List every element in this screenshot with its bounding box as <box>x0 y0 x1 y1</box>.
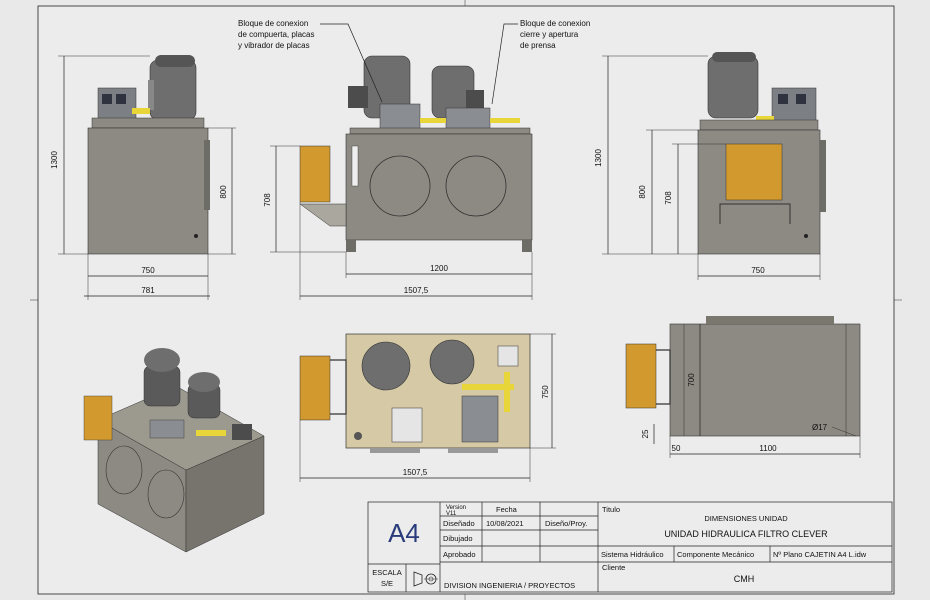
isometric-view <box>83 348 265 553</box>
annotation-left-block: Bloque de conexion de compuerta, placas … <box>238 19 383 103</box>
aprobado-label: Aprobado <box>443 550 476 559</box>
side-view-left <box>87 55 210 255</box>
bottom-dimensions: 700 25 50 1100 Ø17 <box>641 324 861 458</box>
front-dimensions: 708 1200 1507,5 <box>263 145 533 300</box>
title-block: A4 Version V11 Fecha Diseñado 10/08/2021… <box>367 501 893 593</box>
titulo-line2: UNIDAD HIDRAULICA FILTRO CLEVER <box>664 529 828 539</box>
annotation-right-line3: de prensa <box>520 41 556 50</box>
sistema-label: Sistema Hidráulico <box>601 550 664 559</box>
componente-label: Componente Mecánico <box>677 550 754 559</box>
annotation-left-line3: y vibrador de placas <box>238 41 310 50</box>
dim-side-left-tank: 800 <box>219 185 228 199</box>
titulo-label: Titulo <box>602 505 620 514</box>
dim-side-right-w: 750 <box>751 266 765 275</box>
top-view <box>299 333 531 453</box>
dim-side-right-708: 708 <box>664 191 673 205</box>
dim-bottom-50: 50 <box>672 444 681 453</box>
side-left-dimensions: 1300 800 750 781 <box>50 55 236 300</box>
projection-symbol-icon <box>413 571 438 587</box>
annotation-left-line2: de compuerta, placas <box>238 30 315 39</box>
dim-bottom-h: 700 <box>687 373 696 387</box>
annotation-right-block: Bloque de conexion cierre y apertura de … <box>491 19 590 105</box>
side-view-right <box>697 52 826 255</box>
dim-bottom-25: 25 <box>641 429 650 438</box>
cliente-value: CMH <box>734 574 755 584</box>
sheet-size: A4 <box>388 518 420 548</box>
dim-side-left-height: 1300 <box>50 151 59 169</box>
division-label: DIVISION INGENIERIA / PROYECTOS <box>444 581 575 590</box>
dim-front-w1: 1200 <box>430 264 448 273</box>
bottom-view <box>625 316 861 437</box>
dim-bottom-hole: Ø17 <box>812 423 828 432</box>
escala-value: S/E <box>381 579 393 588</box>
dim-side-left-w1: 750 <box>141 266 155 275</box>
dim-top-w: 1507,5 <box>403 468 428 477</box>
dim-bottom-w: 1100 <box>759 444 777 453</box>
plano-label: Nº Plano CAJETIN A4 L.idw <box>773 550 867 559</box>
dim-side-right-height: 1300 <box>594 149 603 167</box>
titulo-line1: DIMENSIONES UNIDAD <box>704 514 788 523</box>
disenado-label: Diseñado <box>443 519 475 528</box>
version-value: V11 <box>446 511 457 517</box>
front-view <box>299 55 533 252</box>
fecha-label: Fecha <box>496 505 518 514</box>
version-label: Version <box>446 505 466 511</box>
annotation-right-line2: cierre y apertura <box>520 30 579 39</box>
dim-top-h: 750 <box>541 385 550 399</box>
dim-front-h: 708 <box>263 193 272 207</box>
diseno-proy-label: Diseño/Proy. <box>545 519 587 528</box>
annotation-left-line1: Bloque de conexion <box>238 19 308 28</box>
dim-side-right-800: 800 <box>638 185 647 199</box>
dim-side-left-w2: 781 <box>141 286 155 295</box>
side-right-dimensions: 1300 800 708 750 <box>594 55 821 280</box>
annotation-right-line1: Bloque de conexion <box>520 19 590 28</box>
fecha-value: 10/08/2021 <box>486 519 524 528</box>
dim-front-w2: 1507,5 <box>404 286 429 295</box>
top-dimensions: 750 1507,5 <box>299 333 556 482</box>
cliente-label: Cliente <box>602 563 625 572</box>
escala-label: ESCALA <box>372 568 402 577</box>
dibujado-label: Dibujado <box>443 534 473 543</box>
